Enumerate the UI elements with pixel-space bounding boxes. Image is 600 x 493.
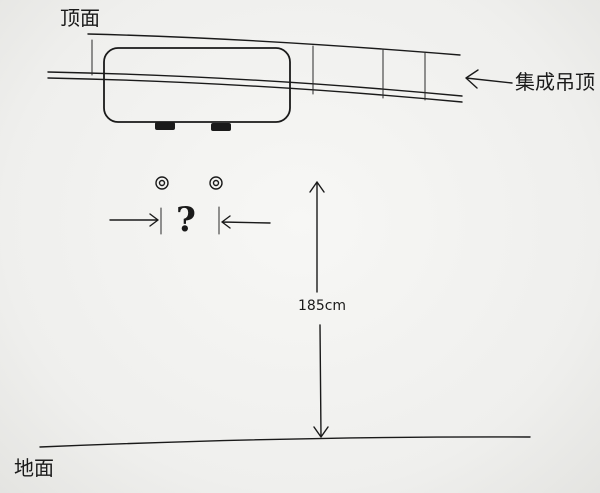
height-dimension-line-lower: [313, 324, 329, 438]
outlet-right: [209, 176, 223, 190]
height-dimension-line-upper: [309, 181, 325, 293]
integrated-ceiling-arrow: [465, 69, 513, 89]
integrated-ceiling-label: 集成吊顶: [515, 70, 595, 94]
height-label: 185cm: [298, 298, 347, 314]
integrated-ceiling-line-upper: [47, 71, 463, 97]
appliance-leg-left: [155, 122, 175, 130]
ceiling-label: 顶面: [60, 6, 100, 30]
outlet-left: [155, 176, 169, 190]
ceiling-line: [87, 33, 461, 56]
floor-label: 地面: [14, 456, 54, 480]
spacing-arrow-left: [109, 213, 159, 227]
integrated-ceiling-line-lower: [47, 77, 463, 103]
floor-line: [39, 436, 531, 448]
appliance-leg-right: [211, 123, 231, 131]
spacing-arrow-right: [221, 215, 271, 229]
appliance-box: [103, 47, 291, 123]
unknown-spacing-mark: ?: [176, 200, 196, 240]
